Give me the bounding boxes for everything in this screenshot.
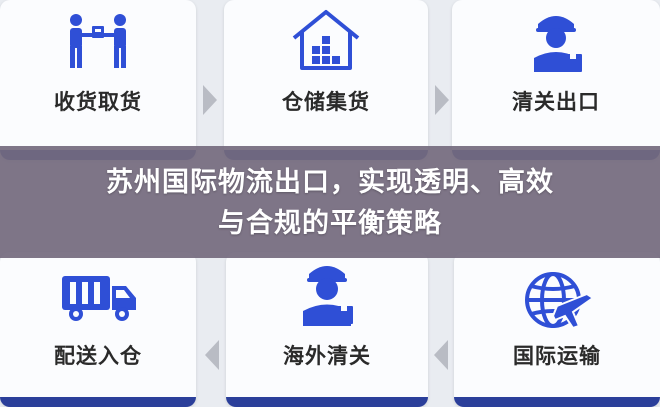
step-label: 海外清关 <box>283 344 371 368</box>
chevron-left-icon <box>434 340 448 374</box>
step-card-international-transport: 国际运输 <box>454 252 660 407</box>
warehouse-icon <box>286 6 366 80</box>
step-card-overseas-clearance: 海外清关 <box>226 252 428 407</box>
step-card-export-clearance: 清关出口 <box>452 0 660 160</box>
step-label: 收货取货 <box>54 90 142 114</box>
step-label: 国际运输 <box>513 344 601 368</box>
customs-officer-icon <box>516 6 596 80</box>
page-title: 苏州国际物流出口，实现透明、高效 与合规的平衡策略 <box>30 162 630 244</box>
handover-package-icon <box>58 6 138 80</box>
step-card-delivery: 配送入仓 <box>0 252 196 407</box>
card-accent-bar <box>0 397 196 407</box>
title-line-2: 与合规的平衡策略 <box>218 208 442 239</box>
step-label: 配送入仓 <box>54 344 142 368</box>
step-label: 仓储集货 <box>282 90 370 114</box>
step-label: 清关出口 <box>512 90 600 114</box>
card-accent-bar <box>454 397 660 407</box>
globe-airplane-icon <box>517 266 597 340</box>
step-card-pickup: 收货取货 <box>0 0 196 160</box>
title-line-1: 苏州国际物流出口，实现透明、高效 <box>106 167 554 198</box>
card-accent-bar <box>226 397 428 407</box>
chevron-left-icon <box>205 340 219 374</box>
chevron-right-icon <box>435 85 449 119</box>
chevron-right-icon <box>203 85 217 119</box>
step-card-warehouse: 仓储集货 <box>224 0 428 160</box>
title-banner <box>0 146 660 258</box>
customs-officer-icon <box>287 256 367 334</box>
delivery-truck-icon <box>56 266 140 330</box>
